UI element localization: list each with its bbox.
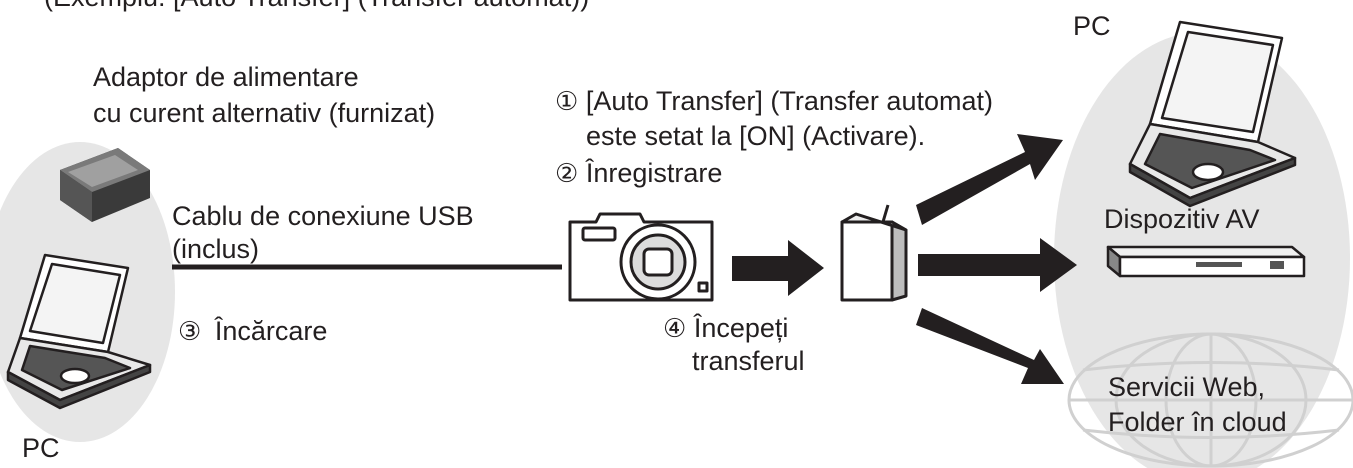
web-services-label-line2: Folder în cloud bbox=[1108, 407, 1287, 437]
step4-number: ④ bbox=[663, 313, 687, 343]
step4-text-line2: transferul bbox=[692, 346, 805, 376]
ac-adapter-label-line1: Adaptor de alimentare bbox=[93, 62, 359, 92]
step4-label: ④ Începeți bbox=[663, 312, 788, 344]
step3-text: Încărcare bbox=[214, 316, 328, 346]
step3-number: ③ bbox=[178, 316, 202, 346]
web-services-label-line1: Servicii Web, bbox=[1108, 372, 1266, 402]
av-device-label: Dispozitiv AV bbox=[1104, 204, 1260, 234]
ac-adapter-icon bbox=[60, 148, 150, 222]
header-fragment: (Exemplu: [Auto Transfer] (Transfer auto… bbox=[44, 0, 589, 13]
step4-text-line1: Începeți bbox=[693, 313, 789, 343]
av-recorder-icon bbox=[1106, 245, 1306, 278]
ac-adapter-label-line2: cu curent alternativ (furnizat) bbox=[93, 98, 436, 128]
globe-icon bbox=[1067, 332, 1353, 468]
camera-icon bbox=[568, 212, 714, 302]
laptop-icon bbox=[1128, 20, 1297, 208]
arrow-icon bbox=[916, 134, 1077, 384]
step2-text: Înregistrare bbox=[585, 158, 723, 188]
usb-cable-label-line2: (inclus) bbox=[172, 234, 260, 264]
wireless-router-icon bbox=[840, 204, 908, 302]
step1-label: ① [Auto Transfer] (Transfer automat) bbox=[555, 85, 993, 117]
arrow-icon bbox=[732, 240, 824, 296]
right-pc-label: PC bbox=[1073, 11, 1111, 41]
left-pc-label: PC bbox=[22, 433, 60, 463]
step2-label: ② Înregistrare bbox=[555, 157, 722, 189]
step1-number: ① bbox=[555, 86, 579, 116]
step1-text-line2: este setat la [ON] (Activare). bbox=[586, 121, 926, 151]
laptop-icon bbox=[6, 253, 152, 410]
step1-text-line1: [Auto Transfer] (Transfer automat) bbox=[585, 86, 993, 116]
usb-cable-label-line1: Cablu de conexiune USB bbox=[172, 201, 474, 231]
step3-label: ③ Încărcare bbox=[178, 315, 327, 347]
step2-number: ② bbox=[555, 158, 579, 188]
